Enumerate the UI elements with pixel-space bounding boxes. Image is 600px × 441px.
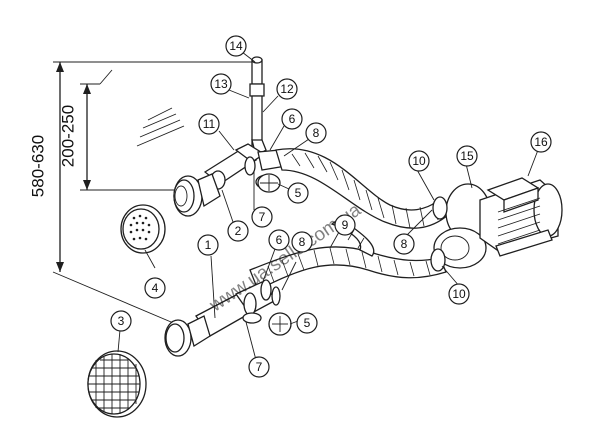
svg-text:15: 15 [460, 149, 474, 163]
callout-12: 12 [276, 78, 298, 100]
callout-11: 11 [198, 113, 220, 135]
callout-10-lower: 10 [448, 283, 470, 305]
svg-text:9: 9 [342, 218, 349, 232]
svg-text:6: 6 [276, 233, 283, 247]
callout-1: 1 [197, 234, 219, 256]
callout-14: 14 [225, 35, 247, 57]
callout-3: 3 [110, 310, 132, 332]
callout-5-upper: 5 [287, 182, 309, 204]
dimension-overall-label: 580-630 [29, 135, 48, 197]
callout-13: 13 [210, 73, 232, 95]
svg-text:5: 5 [304, 316, 311, 330]
svg-text:16: 16 [534, 135, 548, 149]
callout-6-lower: 6 [268, 229, 290, 251]
callout-16: 16 [530, 131, 552, 153]
callout-8-upper: 8 [305, 122, 327, 144]
leader-lines [117, 51, 539, 361]
lower-nozzle-assembly [195, 279, 281, 337]
pump-motor [479, 177, 563, 257]
pump-housing [430, 183, 491, 272]
dimension-nozzle-label: 200-250 [59, 105, 78, 167]
svg-text:6: 6 [289, 112, 296, 126]
svg-text:8: 8 [313, 126, 320, 140]
dimension-overall: 580-630 [29, 61, 260, 331]
callout-5-lower: 5 [296, 312, 318, 334]
svg-text:5: 5 [295, 186, 302, 200]
svg-text:8: 8 [401, 237, 408, 251]
svg-text:3: 3 [118, 314, 125, 328]
svg-text:13: 13 [214, 77, 228, 91]
svg-text:7: 7 [256, 360, 263, 374]
callout-8-pump: 8 [393, 233, 415, 255]
dimension-nozzle: 200-250 [59, 69, 182, 191]
svg-text:10: 10 [452, 287, 466, 301]
svg-text:7: 7 [259, 210, 266, 224]
upper-nozzle-insert [257, 173, 281, 193]
water-surface-symbol [136, 107, 185, 147]
svg-text:2: 2 [235, 224, 242, 238]
callout-8-lower: 8 [291, 231, 313, 253]
callout-7-upper: 7 [251, 206, 273, 228]
callout-7-lower: 7 [248, 356, 270, 378]
upper-wall-nozzle-flange [173, 173, 221, 217]
svg-text:1: 1 [205, 238, 212, 252]
lower-nozzle-insert [268, 312, 292, 336]
svg-text:10: 10 [412, 154, 426, 168]
callout-10-upper: 10 [408, 150, 430, 172]
air-intake-tube [249, 56, 267, 158]
svg-text:8: 8 [299, 235, 306, 249]
callout-15: 15 [456, 145, 478, 167]
svg-text:14: 14 [229, 39, 243, 53]
nozzle-cover-upper [120, 204, 166, 254]
svg-text:11: 11 [203, 117, 216, 131]
lower-wall-nozzle-flange [164, 315, 211, 357]
callout-4: 4 [144, 277, 166, 299]
svg-text:12: 12 [280, 82, 294, 96]
callout-2: 2 [227, 220, 249, 242]
svg-text:4: 4 [152, 281, 159, 295]
callout-6-upper: 6 [281, 108, 303, 130]
callout-9: 9 [334, 214, 356, 236]
suction-grille [87, 350, 147, 418]
